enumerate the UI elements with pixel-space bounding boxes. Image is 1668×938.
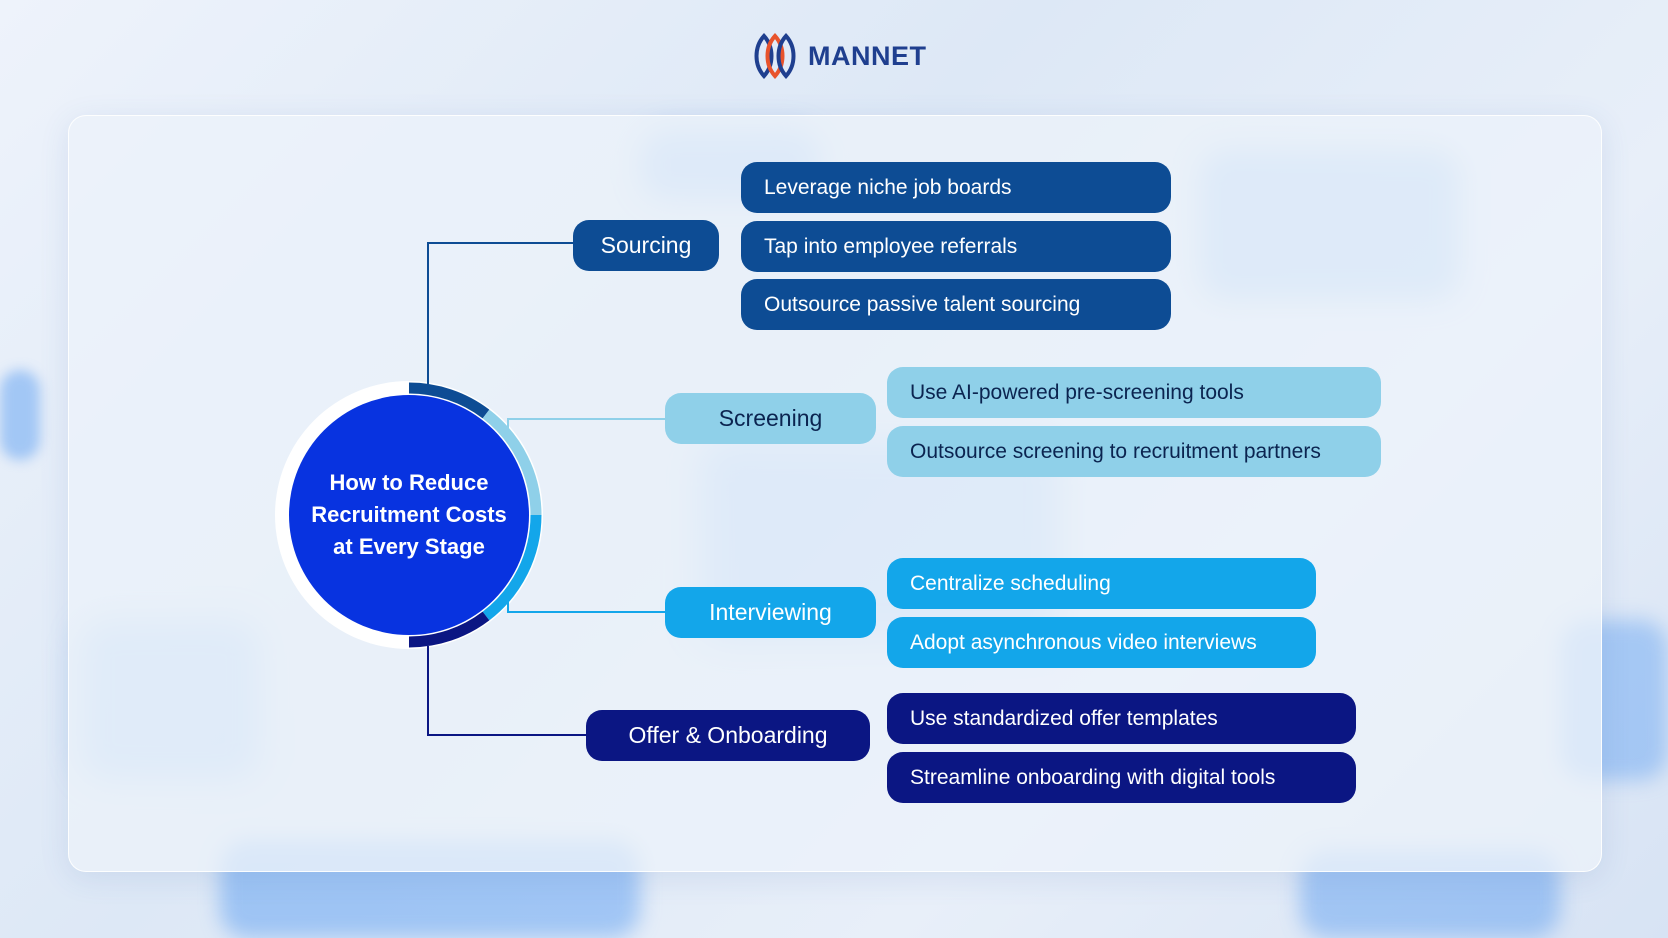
hub-title: How to Reduce Recruitment Costs at Every… xyxy=(311,470,507,559)
stage-offer-onboarding: Offer & Onboarding xyxy=(586,710,870,761)
connector-sourcing xyxy=(427,242,573,384)
sourcing-item-3: Outsource passive talent sourcing xyxy=(741,279,1171,330)
ring-arc-offer xyxy=(408,611,490,648)
sourcing-item-2: Tap into employee referrals xyxy=(741,221,1171,272)
ring-arc-interviewing xyxy=(482,514,542,621)
screening-item-2: Outsource screening to recruitment partn… xyxy=(887,426,1381,477)
mannet-logo-icon xyxy=(754,33,796,79)
brand-logo: MANNET xyxy=(750,32,927,80)
stage-screening: Screening xyxy=(665,393,876,444)
interviewing-item-2: Adopt asynchronous video interviews xyxy=(887,617,1316,668)
connector-screening xyxy=(507,418,665,440)
connector-offer xyxy=(427,646,586,736)
screening-item-1: Use AI-powered pre-screening tools xyxy=(887,367,1381,418)
stage-sourcing: Sourcing xyxy=(573,220,719,271)
offer-item-2: Streamline onboarding with digital tools xyxy=(887,752,1356,803)
hub-circle: How to Reduce Recruitment Costs at Every… xyxy=(289,395,529,635)
ring-arc-sourcing xyxy=(408,382,490,419)
connector-interviewing xyxy=(507,592,665,613)
sourcing-item-1: Leverage niche job boards xyxy=(741,162,1171,213)
background-block xyxy=(0,370,40,460)
interviewing-item-1: Centralize scheduling xyxy=(887,558,1316,609)
stage-interviewing: Interviewing xyxy=(665,587,876,638)
brand-name: MANNET xyxy=(808,40,927,71)
ring-arc-screening xyxy=(482,409,542,516)
offer-item-1: Use standardized offer templates xyxy=(887,693,1356,744)
